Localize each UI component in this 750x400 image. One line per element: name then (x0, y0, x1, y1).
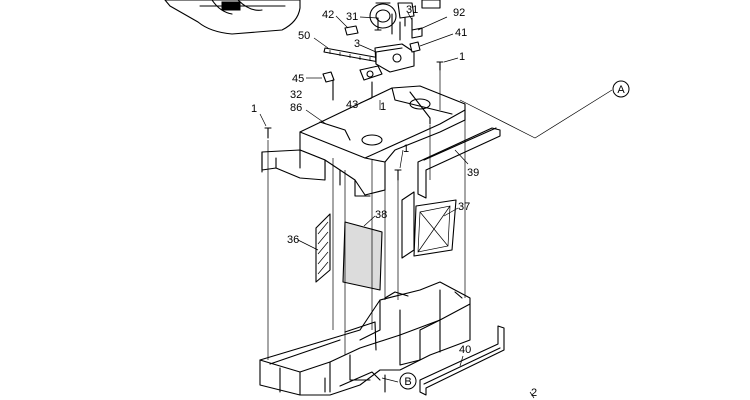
callout-label: 42 (322, 9, 334, 21)
callout-label: 92 (453, 7, 465, 19)
callout-label: 45 (292, 73, 304, 85)
gasket-frame-40 (419, 325, 505, 396)
callout-label: 40 (459, 344, 471, 356)
filter-37-frame (401, 191, 415, 259)
fastener-part-45 (322, 71, 335, 83)
small-parts (264, 17, 444, 181)
reference-marker-b: B (399, 372, 417, 390)
callout-label: 41 (455, 27, 467, 39)
lower-housing (259, 281, 471, 396)
gasket-frame-39 (417, 127, 501, 199)
filter-38 (342, 221, 383, 291)
callout-label: 2 (531, 387, 537, 399)
clip-part-42 (344, 25, 359, 36)
alignment-lines (267, 68, 466, 360)
filter-panels (315, 191, 457, 291)
reference-marker-label: B (404, 376, 411, 388)
reference-marker-a: A (612, 80, 630, 98)
callout-label: 1 (251, 103, 257, 115)
callout-label: 1 (403, 143, 409, 155)
top-cover (164, 0, 301, 35)
fan-assembly (369, 0, 441, 41)
reference-marker-label: A (617, 84, 625, 96)
callout-labels: 42 31 31 92 50 3 41 1 45 32 86 43 1 1 1 … (251, 4, 537, 399)
callout-label: 31 (406, 4, 418, 16)
callout-label: 32 (290, 89, 302, 101)
callout-label: 1 (459, 51, 465, 63)
callout-label: 43 (346, 99, 358, 111)
callout-label: 37 (458, 201, 470, 213)
upper-housing (261, 85, 466, 197)
callout-label: 86 (290, 102, 302, 114)
callout-leaders (259, 12, 613, 399)
callout-label: 3 (354, 38, 360, 50)
bracket-part-3 (374, 43, 415, 73)
part-41 (409, 41, 421, 53)
part-92 (411, 27, 423, 39)
callout-label: 39 (467, 167, 479, 179)
callout-label: 50 (298, 30, 310, 42)
callout-label: 1 (380, 101, 386, 113)
callout-label: 36 (287, 234, 299, 246)
callout-label: 38 (375, 209, 387, 221)
callout-label: 31 (346, 11, 358, 23)
